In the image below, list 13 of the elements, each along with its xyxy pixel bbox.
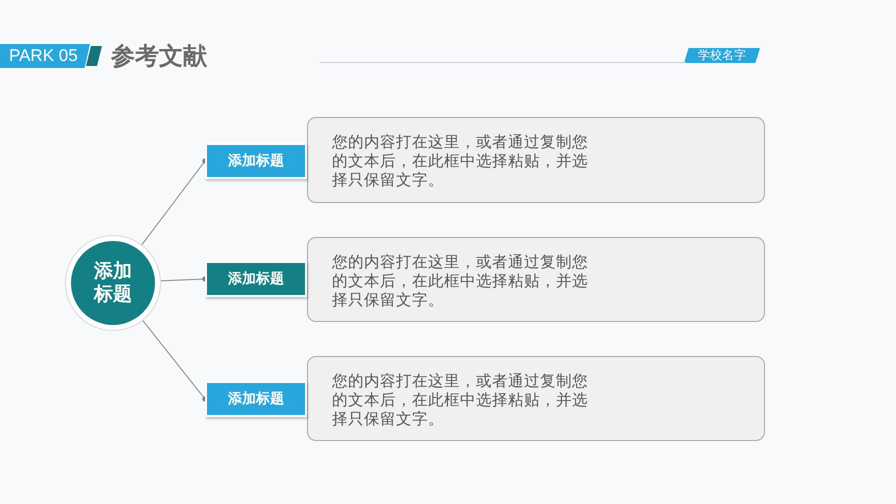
connector-line bbox=[142, 320, 208, 402]
title-tag: 添加标题 bbox=[205, 261, 307, 297]
title-circle: 添加标题 bbox=[65, 235, 161, 331]
school-name-tag: 学校名字 bbox=[684, 48, 760, 63]
section-tag: PARK 05 bbox=[0, 44, 90, 68]
title-tag: 添加标题 bbox=[205, 143, 307, 179]
connector-line bbox=[141, 158, 208, 246]
text-box: 您的内容打在这里，或者通过复制您的文本后，在此框中选择粘贴，并选择只保留文字。 bbox=[307, 117, 765, 203]
text-box: 您的内容打在这里，或者通过复制您的文本后，在此框中选择粘贴，并选择只保留文字。 bbox=[307, 237, 765, 322]
connector-line bbox=[160, 276, 208, 282]
text-box: 您的内容打在这里，或者通过复制您的文本后，在此框中选择粘贴，并选择只保留文字。 bbox=[307, 356, 765, 441]
title-tag: 添加标题 bbox=[205, 381, 307, 417]
page-title: 参考文献 bbox=[111, 42, 207, 72]
